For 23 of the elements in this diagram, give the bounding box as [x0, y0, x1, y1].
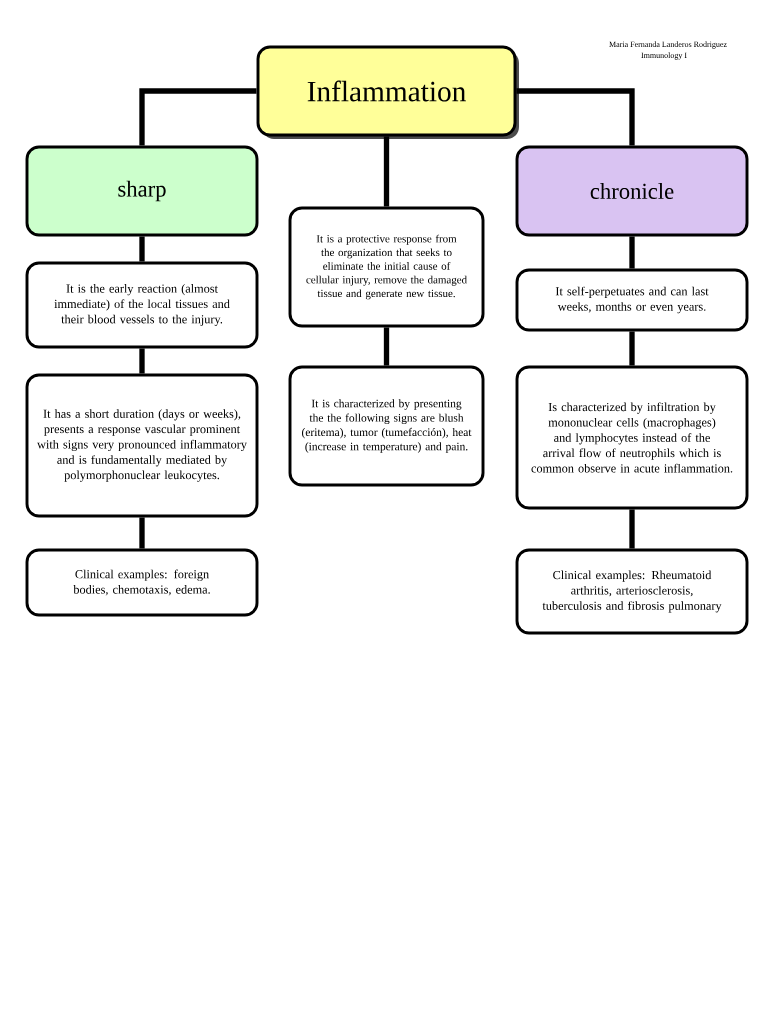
title-box: Inflammation [256, 45, 519, 139]
description-box: It has a short duration (days or weeks), presents a response vascular prominent with signs very pronounced inflammatory and is fundamentally mediated by polymorphonuclear leukocytes. [25, 373, 259, 518]
connector-line [139, 88, 257, 146]
connector-line [629, 331, 635, 366]
connector-line [383, 327, 390, 366]
connector-line [139, 517, 145, 549]
connector-line [629, 509, 635, 549]
connector-line [629, 236, 635, 269]
header-text: Maria Fernanda Landeros Rodriguez [609, 41, 727, 49]
description-box: It is characterized by presenting the the following signs are blush (eritema), tumor (tumefacción), heat (increase in temperature) and pain. [288, 365, 485, 487]
header-text: Immunology I [641, 52, 687, 60]
connector-line [516, 88, 635, 146]
connector-line [139, 348, 145, 374]
description-box: It is a protective response from the organization that seeks to eliminate the initial cause of cellular injury, remove the damaged tissue and generate new tissue. [288, 206, 485, 328]
category-box: sharp [25, 145, 259, 237]
description-box: Is characterized by infiltration by mononuclear cells (macrophages) and lymphocytes instead of the arrival flow of neutrophils which is common observe in acute inflammation. [515, 365, 749, 510]
example-box: Clinical examples: foreign bodies, chemotaxis, edema. [25, 548, 259, 617]
connector-line [139, 236, 145, 262]
category-box: chronicle [515, 145, 749, 237]
example-box: Clinical examples: Rheumatoid arthritis, arteriosclerosis, tuberculosis and fibrosis pulmonary [515, 548, 749, 635]
description-box: It self-perpetuates and can last weeks, months or even years. [515, 268, 749, 332]
description-box: It is the early reaction (almost immediate) of the local tissues and their blood vessels to the injury. [25, 261, 259, 349]
connector-line [383, 136, 390, 207]
